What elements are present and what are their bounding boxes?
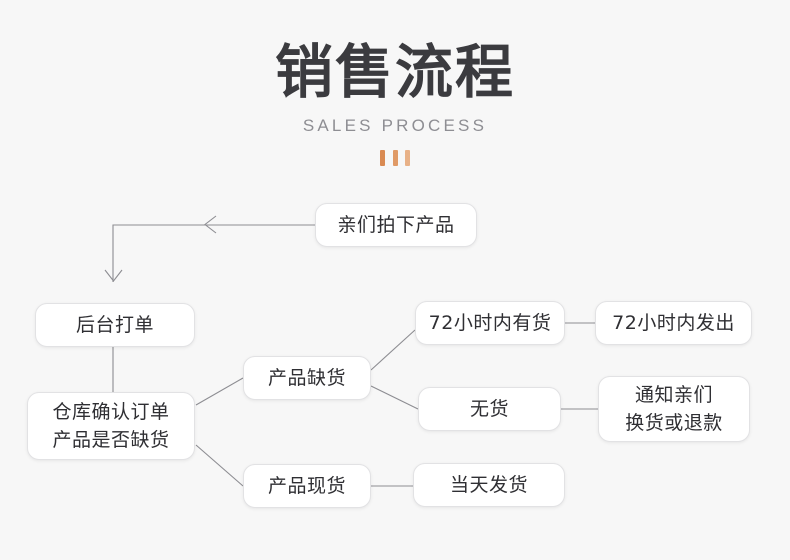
flow-node-backend-print[interactable]: 后台打单 — [35, 303, 195, 347]
flow-node-in-stock[interactable]: 产品现货 — [243, 464, 371, 508]
accent-divider-icon — [380, 150, 410, 166]
edge-warehouse-to-oos — [195, 377, 244, 406]
page-header: 销售流程 SALES PROCESS — [0, 0, 790, 166]
flow-node-72h-available[interactable]: 72小时内有货 — [415, 301, 565, 345]
flow-node-notify-customer[interactable]: 通知亲们 换货或退款 — [598, 376, 750, 442]
flow-node-72h-ship[interactable]: 72小时内发出 — [595, 301, 752, 345]
edge-warehouse-to-instock — [195, 444, 244, 487]
edge-oos-to-nostock — [370, 385, 419, 410]
arrowhead-down-icon — [104, 269, 123, 282]
divider-bar-2 — [392, 150, 398, 166]
flow-node-no-stock[interactable]: 无货 — [418, 387, 561, 431]
edge-order-to-print — [112, 224, 315, 282]
flow-node-out-of-stock[interactable]: 产品缺货 — [243, 356, 371, 400]
page-subtitle: SALES PROCESS — [302, 116, 488, 135]
flow-node-order[interactable]: 亲们拍下产品 — [315, 203, 477, 247]
page-title: 销售流程 — [274, 38, 515, 106]
flow-node-same-day-ship[interactable]: 当天发货 — [413, 463, 565, 507]
flow-node-warehouse-confirm[interactable]: 仓库确认订单 产品是否缺货 — [27, 392, 195, 460]
divider-bar-1 — [380, 150, 385, 166]
edge-oos-to-have72 — [370, 329, 416, 371]
arrowhead-left-icon — [204, 215, 217, 234]
divider-bar-3 — [405, 150, 410, 166]
